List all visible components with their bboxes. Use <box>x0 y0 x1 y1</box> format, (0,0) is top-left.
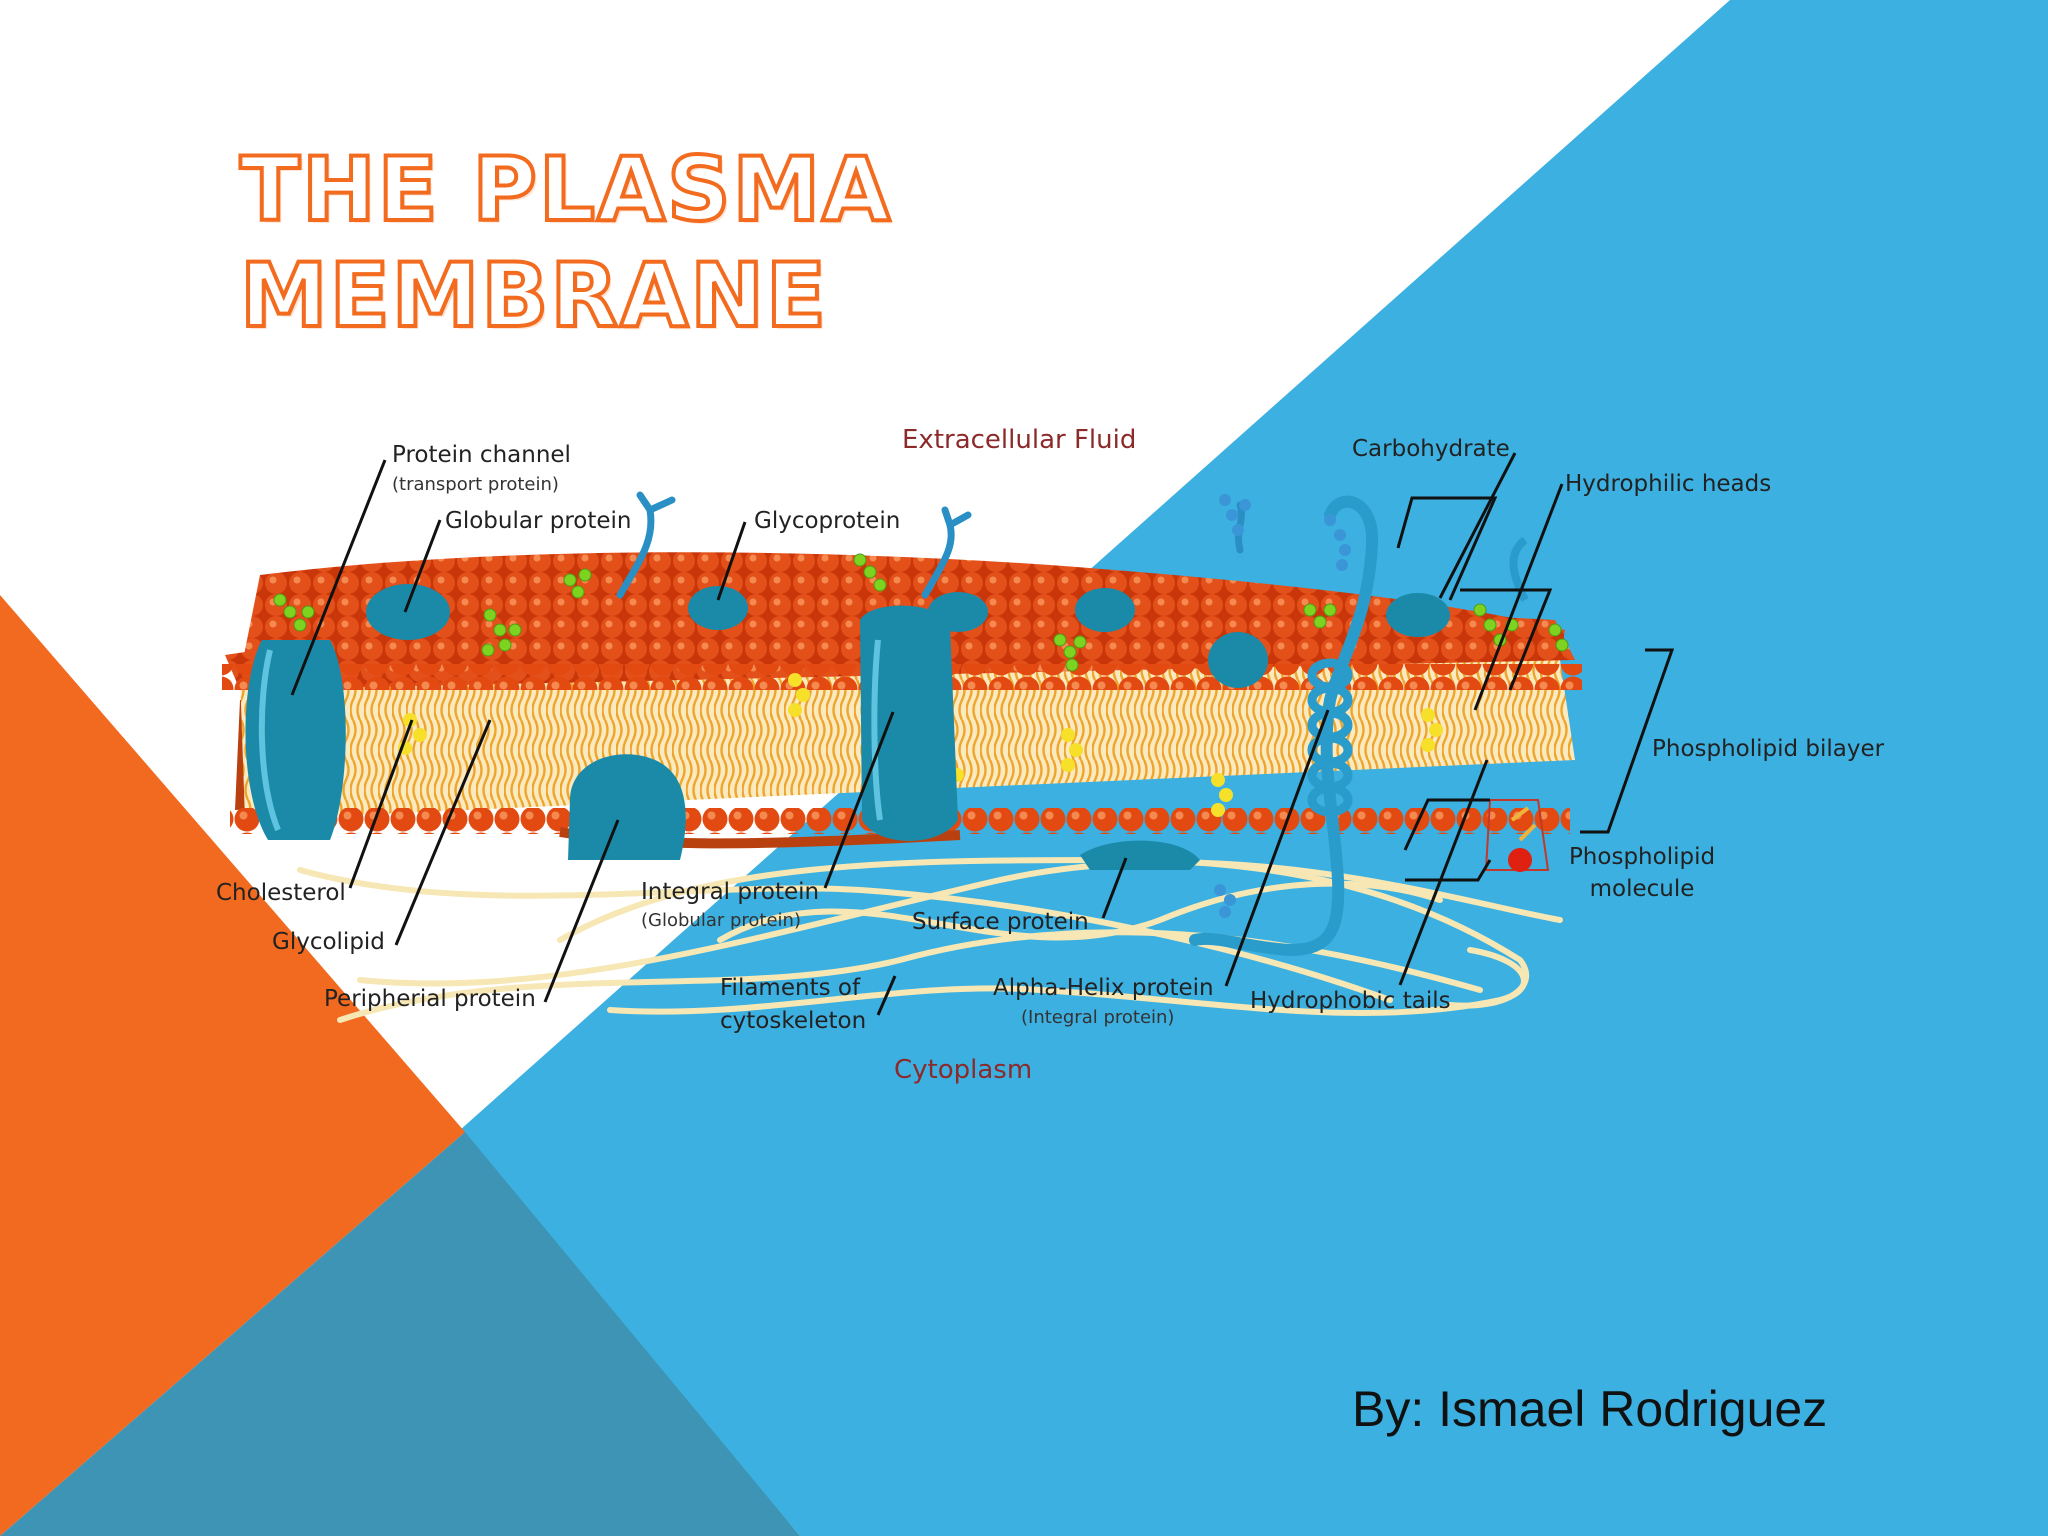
integral-protein <box>860 605 958 841</box>
label-phospholipid-molecule-line1: Phospholipid <box>1569 844 1715 870</box>
label-phospholipid-molecule-line2: molecule <box>1590 876 1695 902</box>
leader-lines <box>290 452 1675 1016</box>
membrane-proteins <box>245 495 1529 957</box>
label-alpha-helix-sub: (Integral protein) <box>1021 1007 1174 1028</box>
label-extracellular-fluid: Extracellular Fluid <box>902 425 1136 455</box>
channel-protein <box>245 640 346 840</box>
background-orange-triangle <box>0 595 465 1536</box>
label-protein-channel-sub: (transport protein) <box>392 474 559 495</box>
carbohydrate-chains <box>273 553 1569 672</box>
slide-title-line-2: MEMBRANE <box>238 242 828 349</box>
peripheral-protein <box>568 754 686 860</box>
surface-protein <box>1080 840 1200 870</box>
label-hydrophobic-tails: Hydrophobic tails <box>1250 988 1451 1014</box>
label-phospholipid-bilayer: Phospholipid bilayer <box>1652 736 1885 762</box>
label-filaments-line2: cytoskeleton <box>720 1008 866 1034</box>
carbohydrate-base-protein <box>1386 593 1450 637</box>
author-credit: By: Ismael Rodriguez <box>1352 1381 1828 1437</box>
label-alpha-helix-protein: Alpha-Helix protein <box>993 975 1214 1001</box>
background-teal-triangle <box>0 1132 800 1536</box>
label-hydrophilic-heads: Hydrophilic heads <box>1565 471 1771 497</box>
phospholipid-molecule-example <box>1484 799 1550 872</box>
phospholipid-head <box>1508 848 1532 872</box>
label-integral-protein: Integral protein <box>641 879 819 905</box>
cytoskeleton-filaments <box>297 856 1563 1023</box>
label-filaments-line1: Filaments of <box>720 975 861 1001</box>
slide-title-line-1: THE PLASMA <box>238 136 893 243</box>
label-peripheral-protein: Peripherial protein <box>324 986 536 1012</box>
label-glycolipid: Glycolipid <box>272 929 385 955</box>
alpha-helix-protein <box>1189 495 1379 957</box>
label-protein-channel: Protein channel <box>392 442 571 468</box>
label-surface-protein: Surface protein <box>912 909 1089 935</box>
label-glycoprotein: Glycoprotein <box>754 508 900 534</box>
glycoprotein-base <box>688 586 748 630</box>
label-cytoplasm: Cytoplasm <box>894 1055 1032 1085</box>
glycoprotein-sugars <box>1214 494 1351 918</box>
label-integral-protein-sub: (Globular protein) <box>641 910 801 931</box>
label-globular-protein: Globular protein <box>445 508 631 534</box>
label-cholesterol: Cholesterol <box>216 880 346 906</box>
label-carbohydrate: Carbohydrate <box>1352 436 1510 462</box>
globular-protein <box>366 584 450 640</box>
